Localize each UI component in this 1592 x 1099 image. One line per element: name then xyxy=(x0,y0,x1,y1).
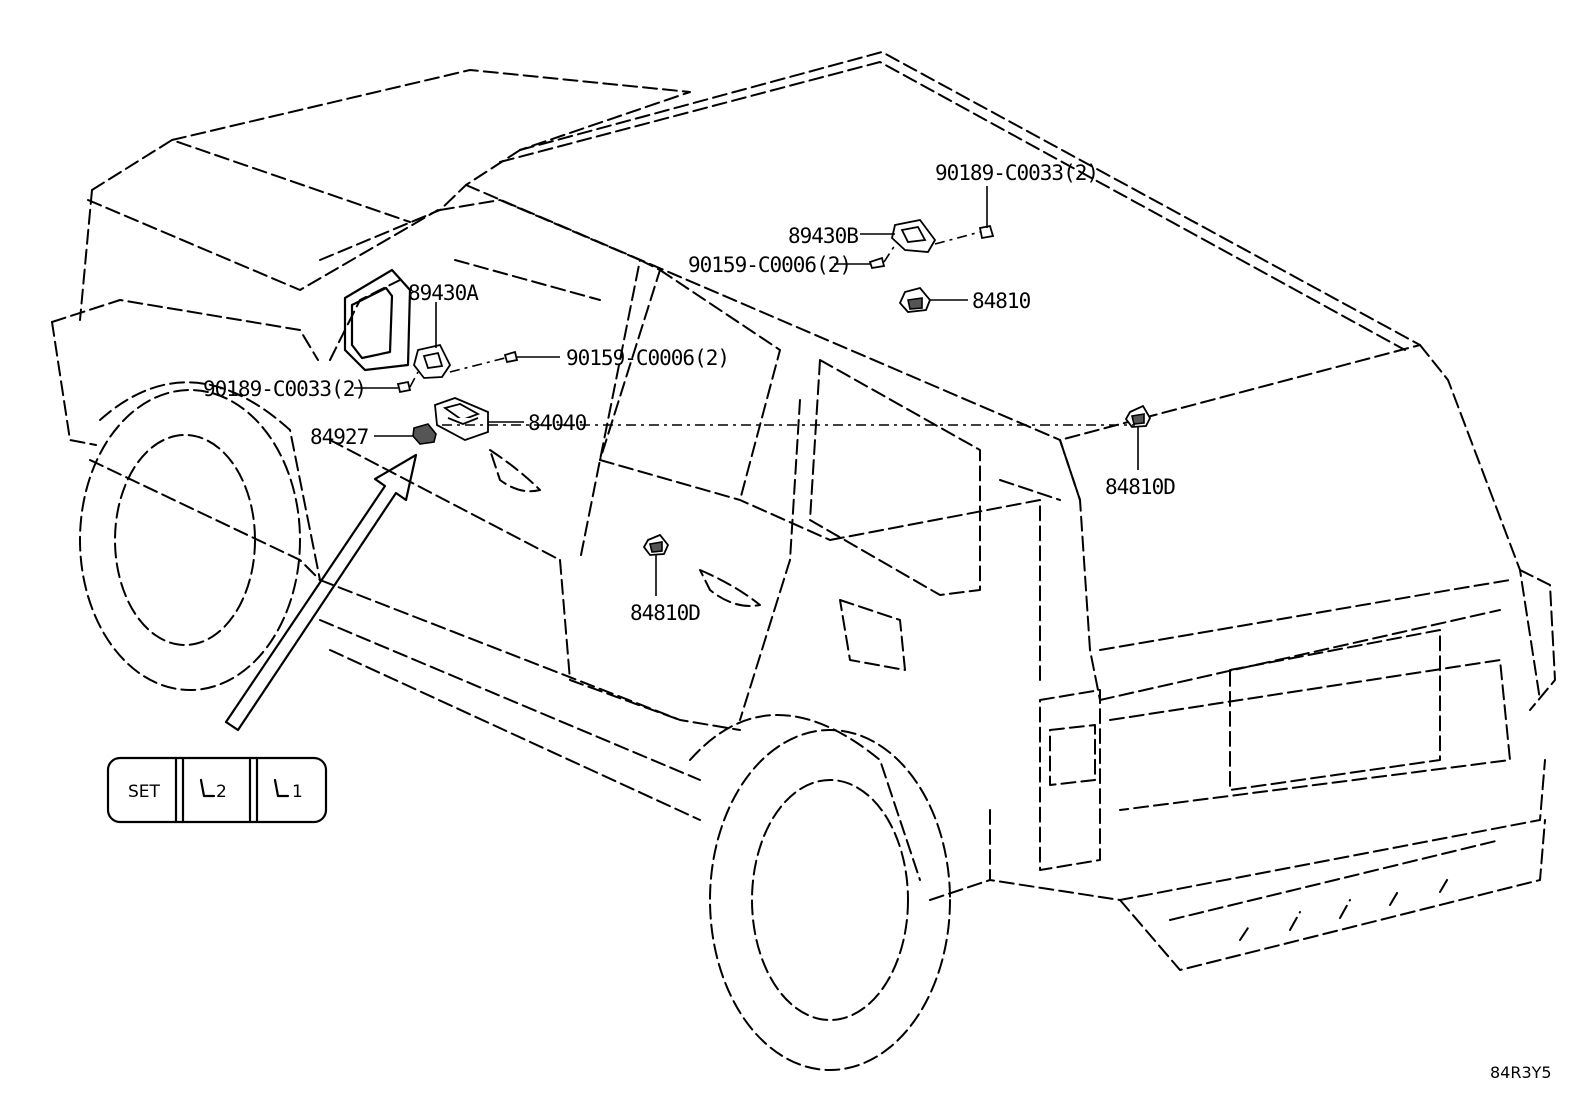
memory-switch-panel: SET 2 1 xyxy=(106,756,328,824)
label-89430a: 89430A xyxy=(408,281,479,305)
label-90189-left: 90189-C0033(2) xyxy=(203,377,366,401)
part-labels: 90189-C0033(2) 89430B 90159-C0006(2) 848… xyxy=(203,161,1552,1082)
label-84810d-door: 84810D xyxy=(630,601,700,625)
side-mirror xyxy=(343,268,412,372)
part-90159-left xyxy=(503,350,519,364)
label-90159-left: 90159-C0006(2) xyxy=(566,346,729,370)
part-90159-top xyxy=(868,256,886,270)
pointer-arrow xyxy=(224,453,418,732)
part-84927 xyxy=(412,423,437,445)
label-90189-top: 90189-C0033(2) xyxy=(935,161,1098,185)
seat-memory-1-icon xyxy=(273,778,290,798)
label-89430b: 89430B xyxy=(788,224,858,248)
part-84810 xyxy=(898,286,932,313)
part-89430b xyxy=(891,219,937,253)
vehicle-outline xyxy=(51,51,1556,1071)
part-84040 xyxy=(434,397,489,441)
part-84810d-door xyxy=(642,533,670,556)
part-90189-left xyxy=(396,380,412,394)
memory-1-label: 1 xyxy=(292,782,303,802)
leader-lines xyxy=(354,186,1139,596)
label-90159-top: 90159-C0006(2) xyxy=(688,253,851,277)
label-84810: 84810 xyxy=(972,289,1031,313)
memory-2-label: 2 xyxy=(216,782,227,802)
label-84927: 84927 xyxy=(310,425,369,449)
part-84810d-rear xyxy=(1124,404,1152,428)
seat-memory-2-icon xyxy=(199,778,216,798)
label-84040: 84040 xyxy=(528,411,587,435)
part-89430a xyxy=(413,343,452,379)
label-84810d-rear: 84810D xyxy=(1105,475,1175,499)
diagram-code: 84R3Y5 xyxy=(1490,1063,1552,1082)
set-button-label: SET xyxy=(128,782,161,802)
